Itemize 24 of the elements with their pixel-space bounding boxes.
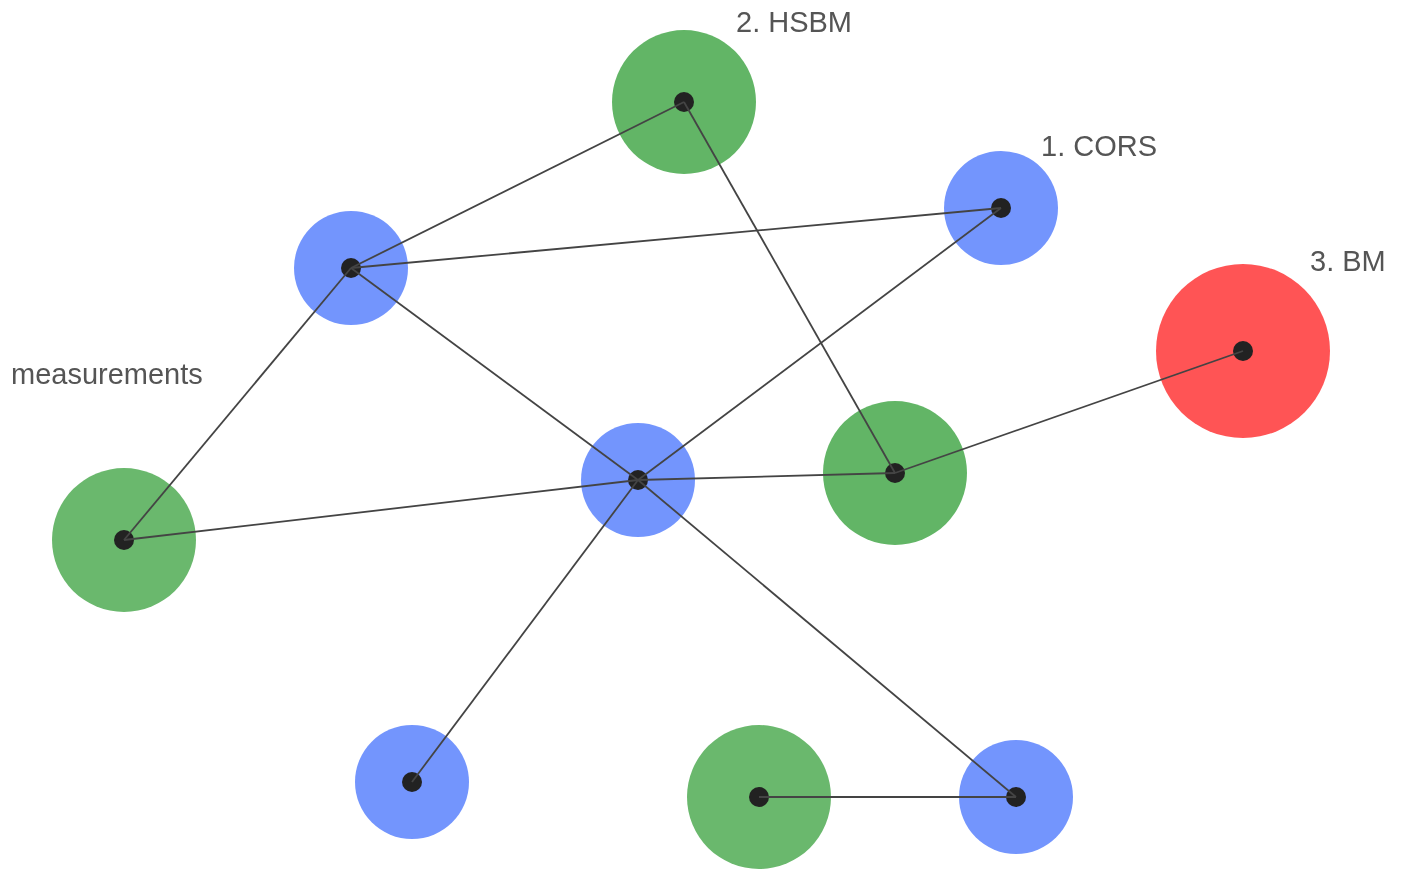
- station-circle: [52, 468, 196, 612]
- connector-line: [637, 472, 896, 481]
- annotation-text: measurements: [11, 360, 203, 389]
- connector-line: [123, 479, 639, 541]
- connector-line: [411, 479, 639, 783]
- station-circle: [581, 423, 695, 537]
- connector-line: [637, 479, 1017, 798]
- connector-line: [350, 207, 1002, 269]
- station-circle: [612, 30, 756, 174]
- connector-line: [637, 207, 1002, 481]
- connector-line: [894, 350, 1244, 474]
- connector-line: [758, 796, 1017, 798]
- station-label: 3. BM: [1310, 247, 1386, 276]
- station-circle: [959, 740, 1073, 854]
- connector-line: [683, 101, 896, 474]
- connector-line: [123, 267, 352, 541]
- station-circle: [294, 211, 408, 325]
- station-circle: [823, 401, 967, 545]
- station-circle: [687, 725, 831, 869]
- station-label: 2. HSBM: [736, 8, 853, 37]
- connector-line: [350, 101, 685, 269]
- connector-line: [350, 267, 639, 481]
- station-label: 1. CORS: [1041, 132, 1158, 161]
- station-circle: [355, 725, 469, 839]
